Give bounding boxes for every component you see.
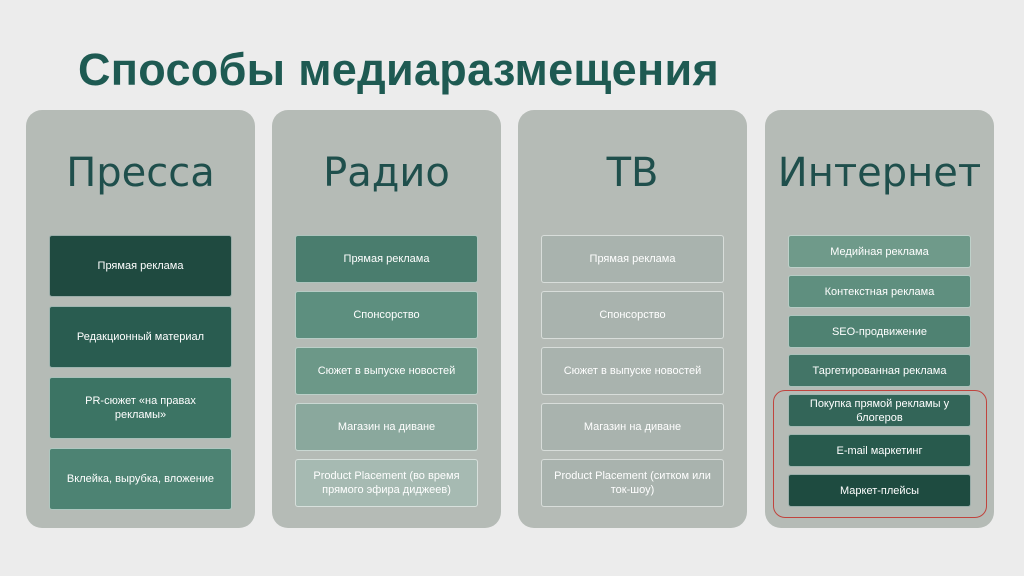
tv-item-direct-ad: Прямая реклама (541, 235, 724, 283)
press-item-editorial: Редакционный материал (49, 306, 232, 368)
column-title-internet: Интернет (777, 150, 982, 196)
radio-item-news-story: Сюжет в выпуске новостей (295, 347, 478, 395)
tv-item-teleshop: Магазин на диване (541, 403, 724, 451)
slide-title: Способы медиаразмещения (78, 44, 720, 95)
radio-item-teleshop: Магазин на диване (295, 403, 478, 451)
press-item-pr-story: PR-сюжет «на правах рекламы» (49, 377, 232, 439)
internet-item-bloggers: Покупка прямой рекламы у блогеров (788, 394, 971, 427)
tv-item-news-story: Сюжет в выпуске новостей (541, 347, 724, 395)
internet-item-display-ad: Медийная реклама (788, 235, 971, 268)
tv-item-product-placement: Product Placement (ситком или ток-шоу) (541, 459, 724, 507)
column-title-radio: Радио (323, 150, 450, 196)
radio-item-direct-ad: Прямая реклама (295, 235, 478, 283)
column-title-tv: ТВ (606, 150, 659, 196)
internet-item-context-ad: Контекстная реклама (788, 275, 971, 308)
highlight-outline (773, 390, 987, 518)
internet-item-marketplaces: Маркет-плейсы (788, 474, 971, 507)
internet-item-targeted-ad: Таргетированная реклама (788, 354, 971, 387)
press-item-direct-ad: Прямая реклама (49, 235, 232, 297)
radio-item-sponsorship: Спонсорство (295, 291, 478, 339)
internet-item-seo: SEO-продвижение (788, 315, 971, 348)
column-title-press: Пресса (66, 150, 215, 196)
press-item-insert: Вклейка, вырубка, вложение (49, 448, 232, 510)
radio-item-product-placement: Product Placement (во время прямого эфир… (295, 459, 478, 507)
tv-item-sponsorship: Спонсорство (541, 291, 724, 339)
internet-item-email: E-mail маркетинг (788, 434, 971, 467)
